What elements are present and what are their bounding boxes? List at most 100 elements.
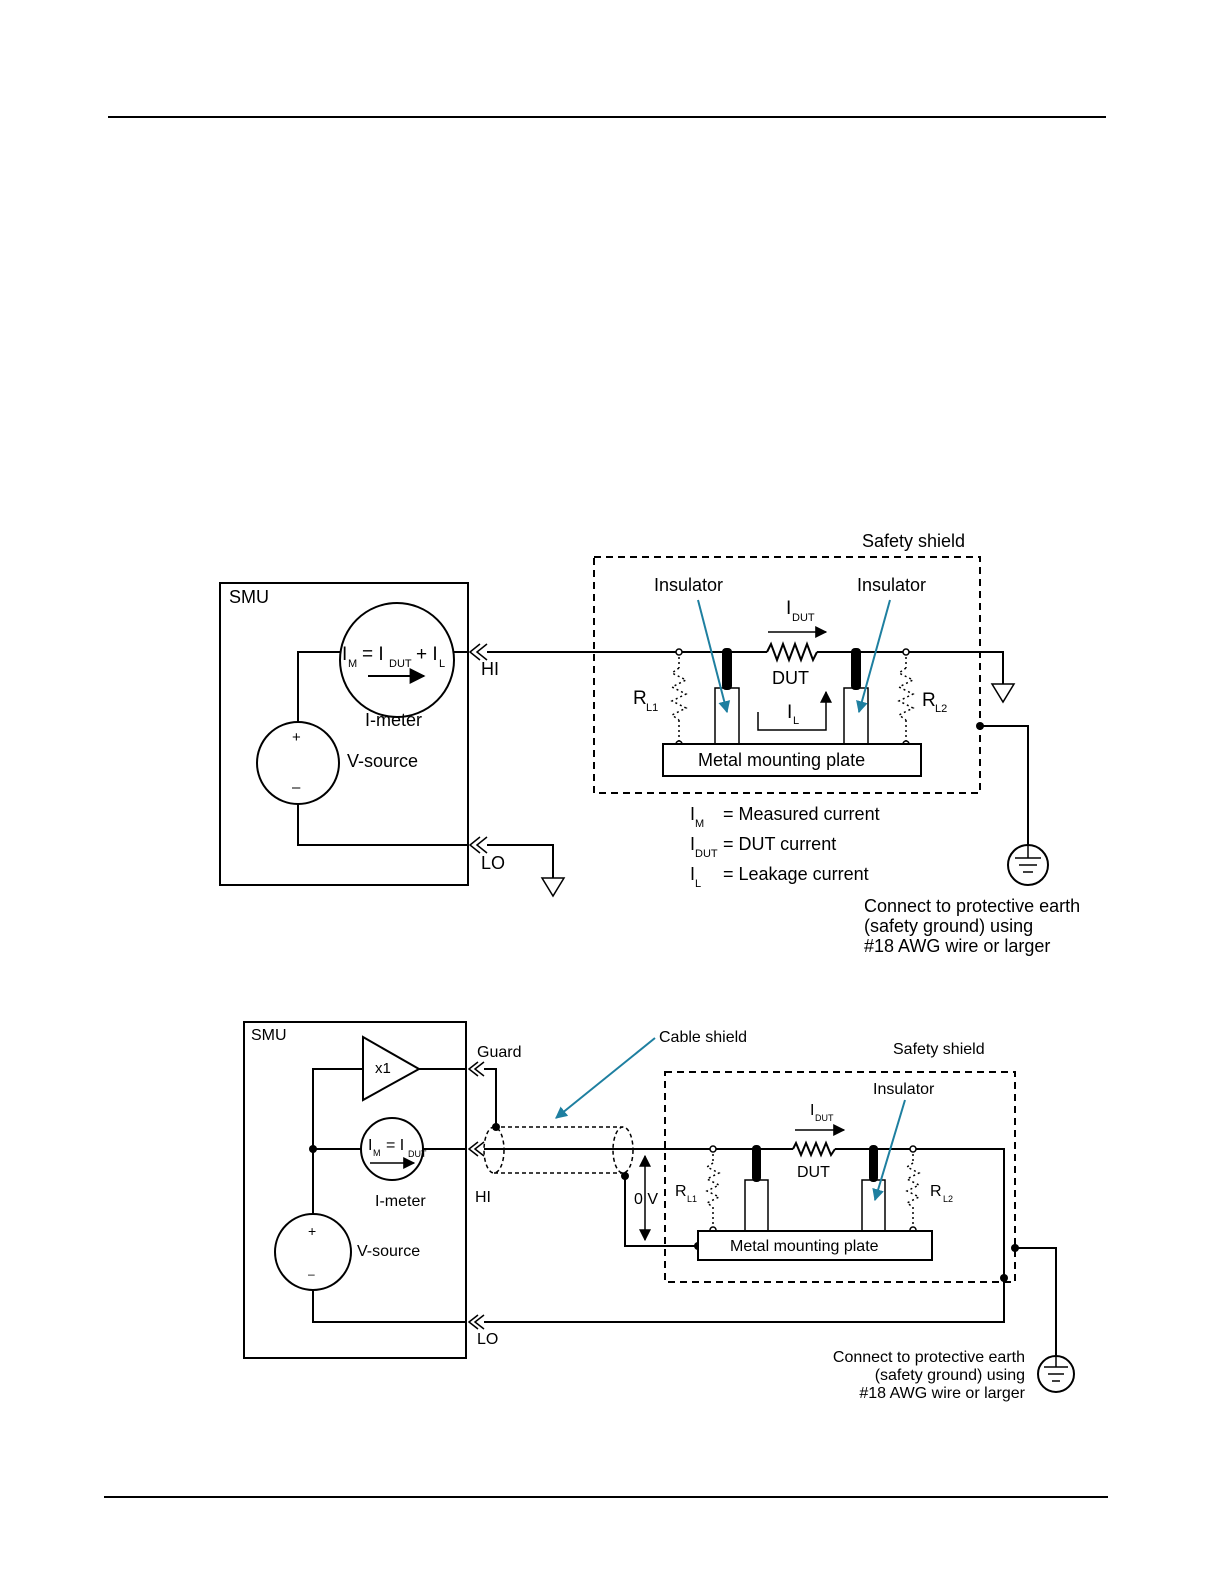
- hi-label-2: HI: [475, 1189, 491, 1206]
- mounting-plate-label-2: Metal mounting plate: [730, 1238, 879, 1255]
- cable-shield-callout-arrow: [555, 1037, 656, 1119]
- rl1-top-node: [675, 648, 683, 656]
- idut-sub-2: DUT: [815, 1113, 834, 1123]
- v-minus: –: [292, 779, 301, 796]
- amp-input-wire: [312, 1068, 363, 1149]
- i-meter-label: I-meter: [365, 710, 422, 730]
- ground-note-line-2: (safety ground) using: [864, 916, 1033, 936]
- safety-shield-box: [593, 556, 981, 794]
- rl2-top-node: [902, 648, 910, 656]
- ground-note-line-1-2: Connect to protective earth: [833, 1349, 1025, 1366]
- right-insulator-post-2: [861, 1179, 886, 1233]
- hi-connector-2: [467, 1141, 485, 1157]
- right-insulator-post: [843, 687, 869, 745]
- mounting-plate-2: [697, 1230, 933, 1261]
- smu-box: [219, 582, 469, 886]
- im-l-sub: L: [439, 658, 445, 670]
- rl2-resistor-icon-2: [905, 1162, 921, 1208]
- rl2-sub: L2: [935, 703, 947, 715]
- v-plus: +: [292, 729, 301, 746]
- left-terminal-lead-2: [752, 1145, 761, 1182]
- insulator-left-callout-arrow: [697, 599, 731, 714]
- im-symbol-2: I: [368, 1137, 372, 1154]
- im-symbol: I: [342, 644, 347, 665]
- figure-2-guarded: SMU x1 I M = I DUT I-meter + – V-source …: [243, 1021, 1075, 1402]
- rl1-top-node-2: [709, 1145, 717, 1153]
- legend-im-text: = Measured current: [723, 804, 880, 824]
- earth-wire: [980, 725, 1029, 846]
- rl2-top-node-2: [909, 1145, 917, 1153]
- lo-return-wire: [484, 1278, 1005, 1323]
- guard-connector: [467, 1061, 485, 1077]
- legend-il-sub: L: [695, 878, 701, 890]
- il-sub: L: [793, 715, 799, 727]
- left-terminal-lead: [722, 648, 732, 690]
- insulator-callout-arrow-2: [872, 1099, 906, 1202]
- safety-shield-box-2: [664, 1071, 1016, 1283]
- idut-symbol-2: I: [810, 1102, 814, 1119]
- rl2-r-2: R: [930, 1183, 942, 1200]
- leakage-path-arrow: [757, 690, 832, 731]
- lo-connector: [468, 836, 488, 854]
- ground-note-line-3: #18 AWG wire or larger: [864, 936, 1050, 956]
- insulator-left-label: Insulator: [654, 575, 723, 595]
- insulator-label-2: Insulator: [873, 1081, 935, 1098]
- ground-note-line-2-2: (safety ground) using: [875, 1367, 1025, 1384]
- ground-note-line-3-2: #18 AWG wire or larger: [859, 1385, 1025, 1402]
- rl1-resistor-icon-2: [705, 1162, 721, 1208]
- lo-label-2: LO: [477, 1331, 498, 1348]
- lo-ground-wire: [487, 844, 554, 878]
- i-meter-circle: [339, 602, 455, 718]
- rl2-sub-2: L2: [943, 1194, 953, 1204]
- cable-shield-label: Cable shield: [659, 1029, 747, 1046]
- mounting-plate-label: Metal mounting plate: [698, 750, 865, 770]
- guard-label: Guard: [477, 1044, 521, 1061]
- ground-note-line-1: Connect to protective earth: [864, 896, 1080, 916]
- lo-label: LO: [481, 853, 505, 873]
- insulator-right-callout-arrow: [856, 599, 891, 714]
- lo-return-node: [1000, 1274, 1008, 1282]
- safety-shield-label: Safety shield: [862, 531, 965, 551]
- im-sub: M: [348, 658, 357, 670]
- lo-ground-icon: [540, 877, 566, 898]
- dut-label: DUT: [772, 668, 809, 688]
- il-symbol: I: [787, 702, 792, 723]
- smu-label-2: SMU: [251, 1027, 287, 1044]
- legend-idut-symbol: I: [690, 834, 695, 854]
- earth-symbol-lines-2: [1044, 1356, 1068, 1382]
- v-source-label: V-source: [347, 751, 418, 771]
- i-meter-label-2: I-meter: [375, 1193, 426, 1210]
- hi-ground-icon: [990, 683, 1016, 704]
- im-sub-2: M: [373, 1148, 381, 1158]
- right-terminal-lead: [851, 648, 861, 690]
- im-dut-sub-2: DUT: [408, 1149, 427, 1159]
- smu-junction-node: [309, 1145, 317, 1153]
- right-terminal-lead-2: [869, 1145, 878, 1182]
- footer-rule: [104, 1496, 1108, 1498]
- legend-idut-text: = DUT current: [723, 834, 836, 854]
- guard-buffer-amplifier-icon: [362, 1035, 422, 1102]
- protective-earth-icon: [1007, 844, 1049, 886]
- legend-im-symbol: I: [690, 804, 695, 824]
- im-dut-sub: DUT: [389, 658, 412, 670]
- left-insulator-post-2: [744, 1179, 769, 1233]
- im-plus: + I: [416, 644, 438, 665]
- rl1-r: R: [633, 688, 647, 709]
- legend-il-symbol: I: [690, 864, 695, 884]
- earth-symbol-lines: [1015, 846, 1041, 873]
- dut-to-ground-line: [817, 651, 1004, 684]
- rl1-r-2: R: [675, 1183, 687, 1200]
- im-eq-2: = I: [386, 1137, 404, 1154]
- smu-box-2: [243, 1021, 467, 1359]
- earth-wire-2: [1015, 1247, 1057, 1356]
- hi-label: HI: [481, 659, 499, 679]
- insulator-right-label: Insulator: [857, 575, 926, 595]
- rl2-r: R: [922, 690, 936, 711]
- im-eq: = I: [362, 644, 384, 665]
- header-rule: [108, 116, 1106, 118]
- dut-label-2: DUT: [797, 1164, 830, 1181]
- dut-resistor-icon: [766, 641, 818, 663]
- smu-label: SMU: [229, 587, 269, 607]
- legend-im-sub: M: [695, 818, 704, 830]
- v-plus-2: +: [308, 1223, 316, 1239]
